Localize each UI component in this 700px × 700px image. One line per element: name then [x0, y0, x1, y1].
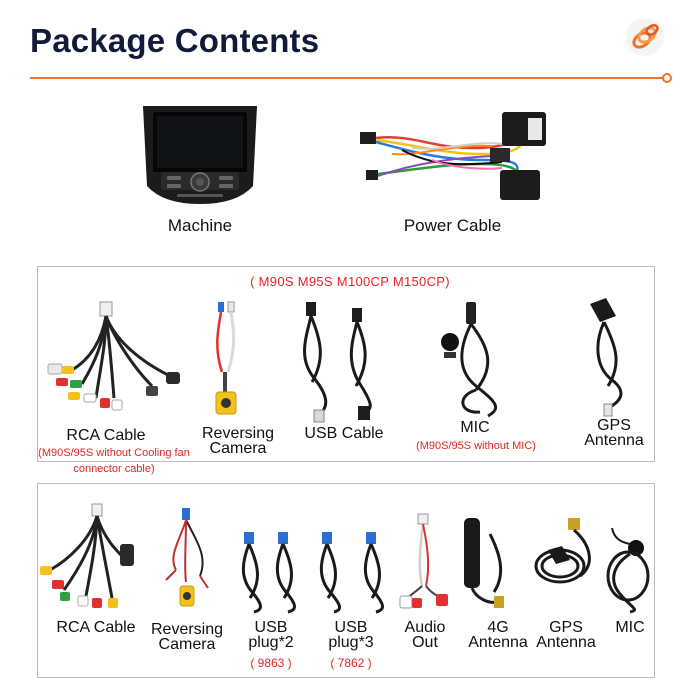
reversing-camera-icon — [215, 301, 237, 415]
item-label-gps-antenna: GPS Antenna — [584, 417, 644, 449]
4g-antenna-icon — [464, 518, 504, 608]
car-stereo-unit-icon — [143, 106, 257, 204]
item-label-mic: MIC — [460, 419, 490, 436]
note-usb-plug-2: ( 9863 ) — [250, 656, 292, 670]
audio-out-cable-icon — [399, 513, 448, 609]
gps-antenna-icon — [590, 298, 623, 417]
item-label-4g-antenna: 4G Antenna — [468, 619, 528, 651]
gps-antenna-icon — [534, 518, 591, 584]
note-rca-cable: (M90S/95S without Cooling fan connector … — [38, 447, 190, 475]
note-usb-plug-3: ( 7862 ) — [330, 656, 372, 670]
page-title: Package Contents — [30, 22, 320, 59]
header-divider-dot — [662, 73, 672, 83]
microphone-icon — [606, 527, 650, 614]
model-list-label: ( M90S M95S M100CP M150CP) — [250, 274, 450, 289]
usb-cable-icon — [303, 302, 372, 423]
usb-plug-icon — [241, 532, 296, 614]
header-divider — [30, 77, 666, 79]
brand-logo-icon — [626, 18, 664, 56]
item-label-audio-out: Audio Out — [404, 619, 446, 651]
item-label-gps-antenna-2: GPS Antenna — [536, 619, 596, 651]
item-label-usb-plug-3: USB plug*3 — [328, 619, 374, 651]
item-label-usb-cable: USB Cable — [304, 425, 384, 442]
rca-cable-icon — [40, 503, 134, 608]
item-label-rca-cable-2: RCA Cable — [56, 619, 136, 636]
usb-plug-icon — [319, 532, 384, 614]
microphone-icon — [441, 302, 498, 418]
item-label-machine: Machine — [167, 216, 233, 235]
item-label-power-cable: Power Cable — [403, 216, 502, 235]
item-label-reversing-camera: Reversing Camera — [201, 425, 275, 457]
item-label-mic-2: MIC — [615, 619, 645, 636]
item-label-rca-cable: RCA Cable — [66, 427, 146, 444]
note-mic: (M90S/95S without MIC) — [416, 440, 536, 452]
wiring-harness-icon — [360, 112, 546, 200]
item-label-reversing-camera-2: Reversing Camera — [150, 621, 224, 653]
package-box-m90s-series — [37, 266, 655, 462]
item-label-usb-plug-2: USB plug*2 — [248, 619, 294, 651]
reversing-camera-icon — [165, 508, 209, 607]
rca-cable-icon — [47, 301, 180, 411]
